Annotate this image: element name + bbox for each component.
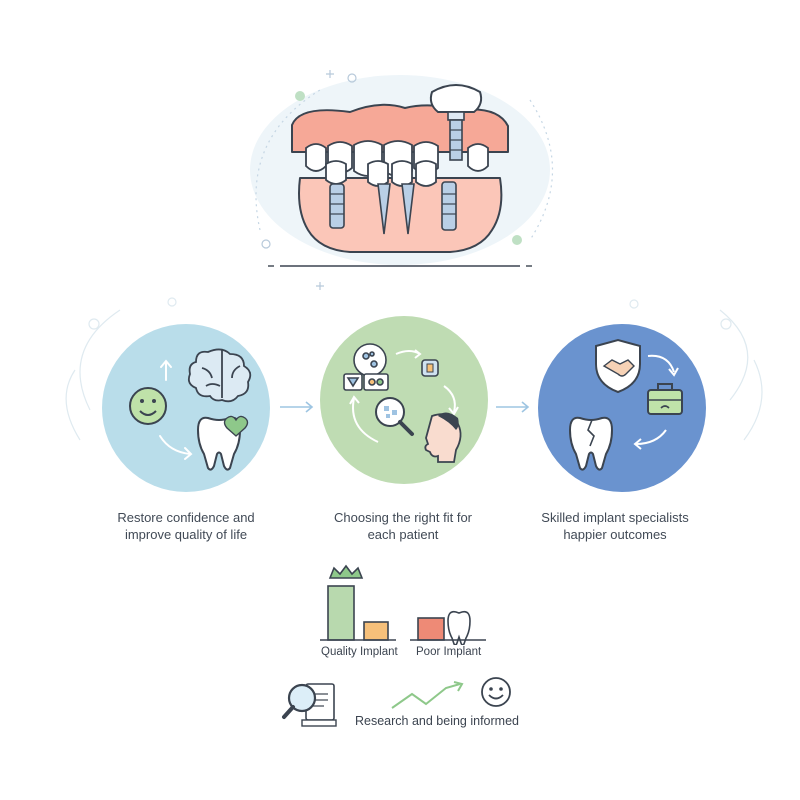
stage-2-caption: Choosing the right fit for each patient [283, 509, 523, 543]
quality-bar [327, 585, 355, 641]
stage-restore-confidence [60, 290, 300, 500]
quality-side-bar [363, 621, 389, 641]
connector-arrow-2 [494, 400, 534, 414]
crown-icon [328, 564, 364, 579]
stage-2-caption-line1: Choosing the right fit for [333, 510, 473, 525]
stage-1-circle [65, 297, 270, 492]
poor-bar [417, 617, 445, 641]
trend-line-icon [388, 680, 470, 712]
small-tooth-icon [447, 610, 471, 645]
cycle-arrows-icon [159, 359, 193, 460]
stage-2-circle [320, 316, 488, 484]
dental-implant-denture-icon [250, 70, 553, 290]
stage-skilled-specialists [530, 290, 780, 500]
stage-3-circle [538, 299, 763, 492]
stage-right-fit [314, 310, 494, 490]
stage-3-caption-line2: happier outcomes [563, 527, 667, 542]
research-label: Research and being informed [355, 714, 519, 728]
patient-head-icon [424, 412, 462, 463]
implant-comparison [310, 560, 500, 645]
smiley-face-icon [129, 387, 167, 425]
brain-icon [187, 348, 252, 403]
poor-implant-label: Poor Implant [416, 646, 482, 658]
stage-2-caption-line2: each patient [367, 527, 439, 542]
stage-1-caption-line2: improve quality of life [124, 527, 248, 542]
magnifier-document-icon [280, 676, 344, 732]
connector-arrow-1 [278, 400, 318, 414]
briefcase-icon [647, 383, 683, 415]
magnifier-icon [375, 397, 414, 436]
stage-1-caption: Restore confidence and improve quality o… [66, 509, 306, 543]
hero-illustration [230, 60, 570, 290]
broken-tooth-icon [568, 416, 614, 471]
scan-collage-icon [343, 343, 389, 391]
stage-1-caption-line1: Restore confidence and [117, 510, 255, 525]
quality-implant-label: Quality Implant [321, 646, 398, 658]
stage-3-caption: Skilled implant specialists happier outc… [495, 509, 735, 543]
tooth-heart-icon [196, 415, 249, 471]
stage-3-caption-line1: Skilled implant specialists [541, 510, 689, 525]
shield-handshake-icon [595, 338, 641, 394]
smiley-icon [478, 674, 514, 710]
small-photo-icon [421, 359, 439, 377]
